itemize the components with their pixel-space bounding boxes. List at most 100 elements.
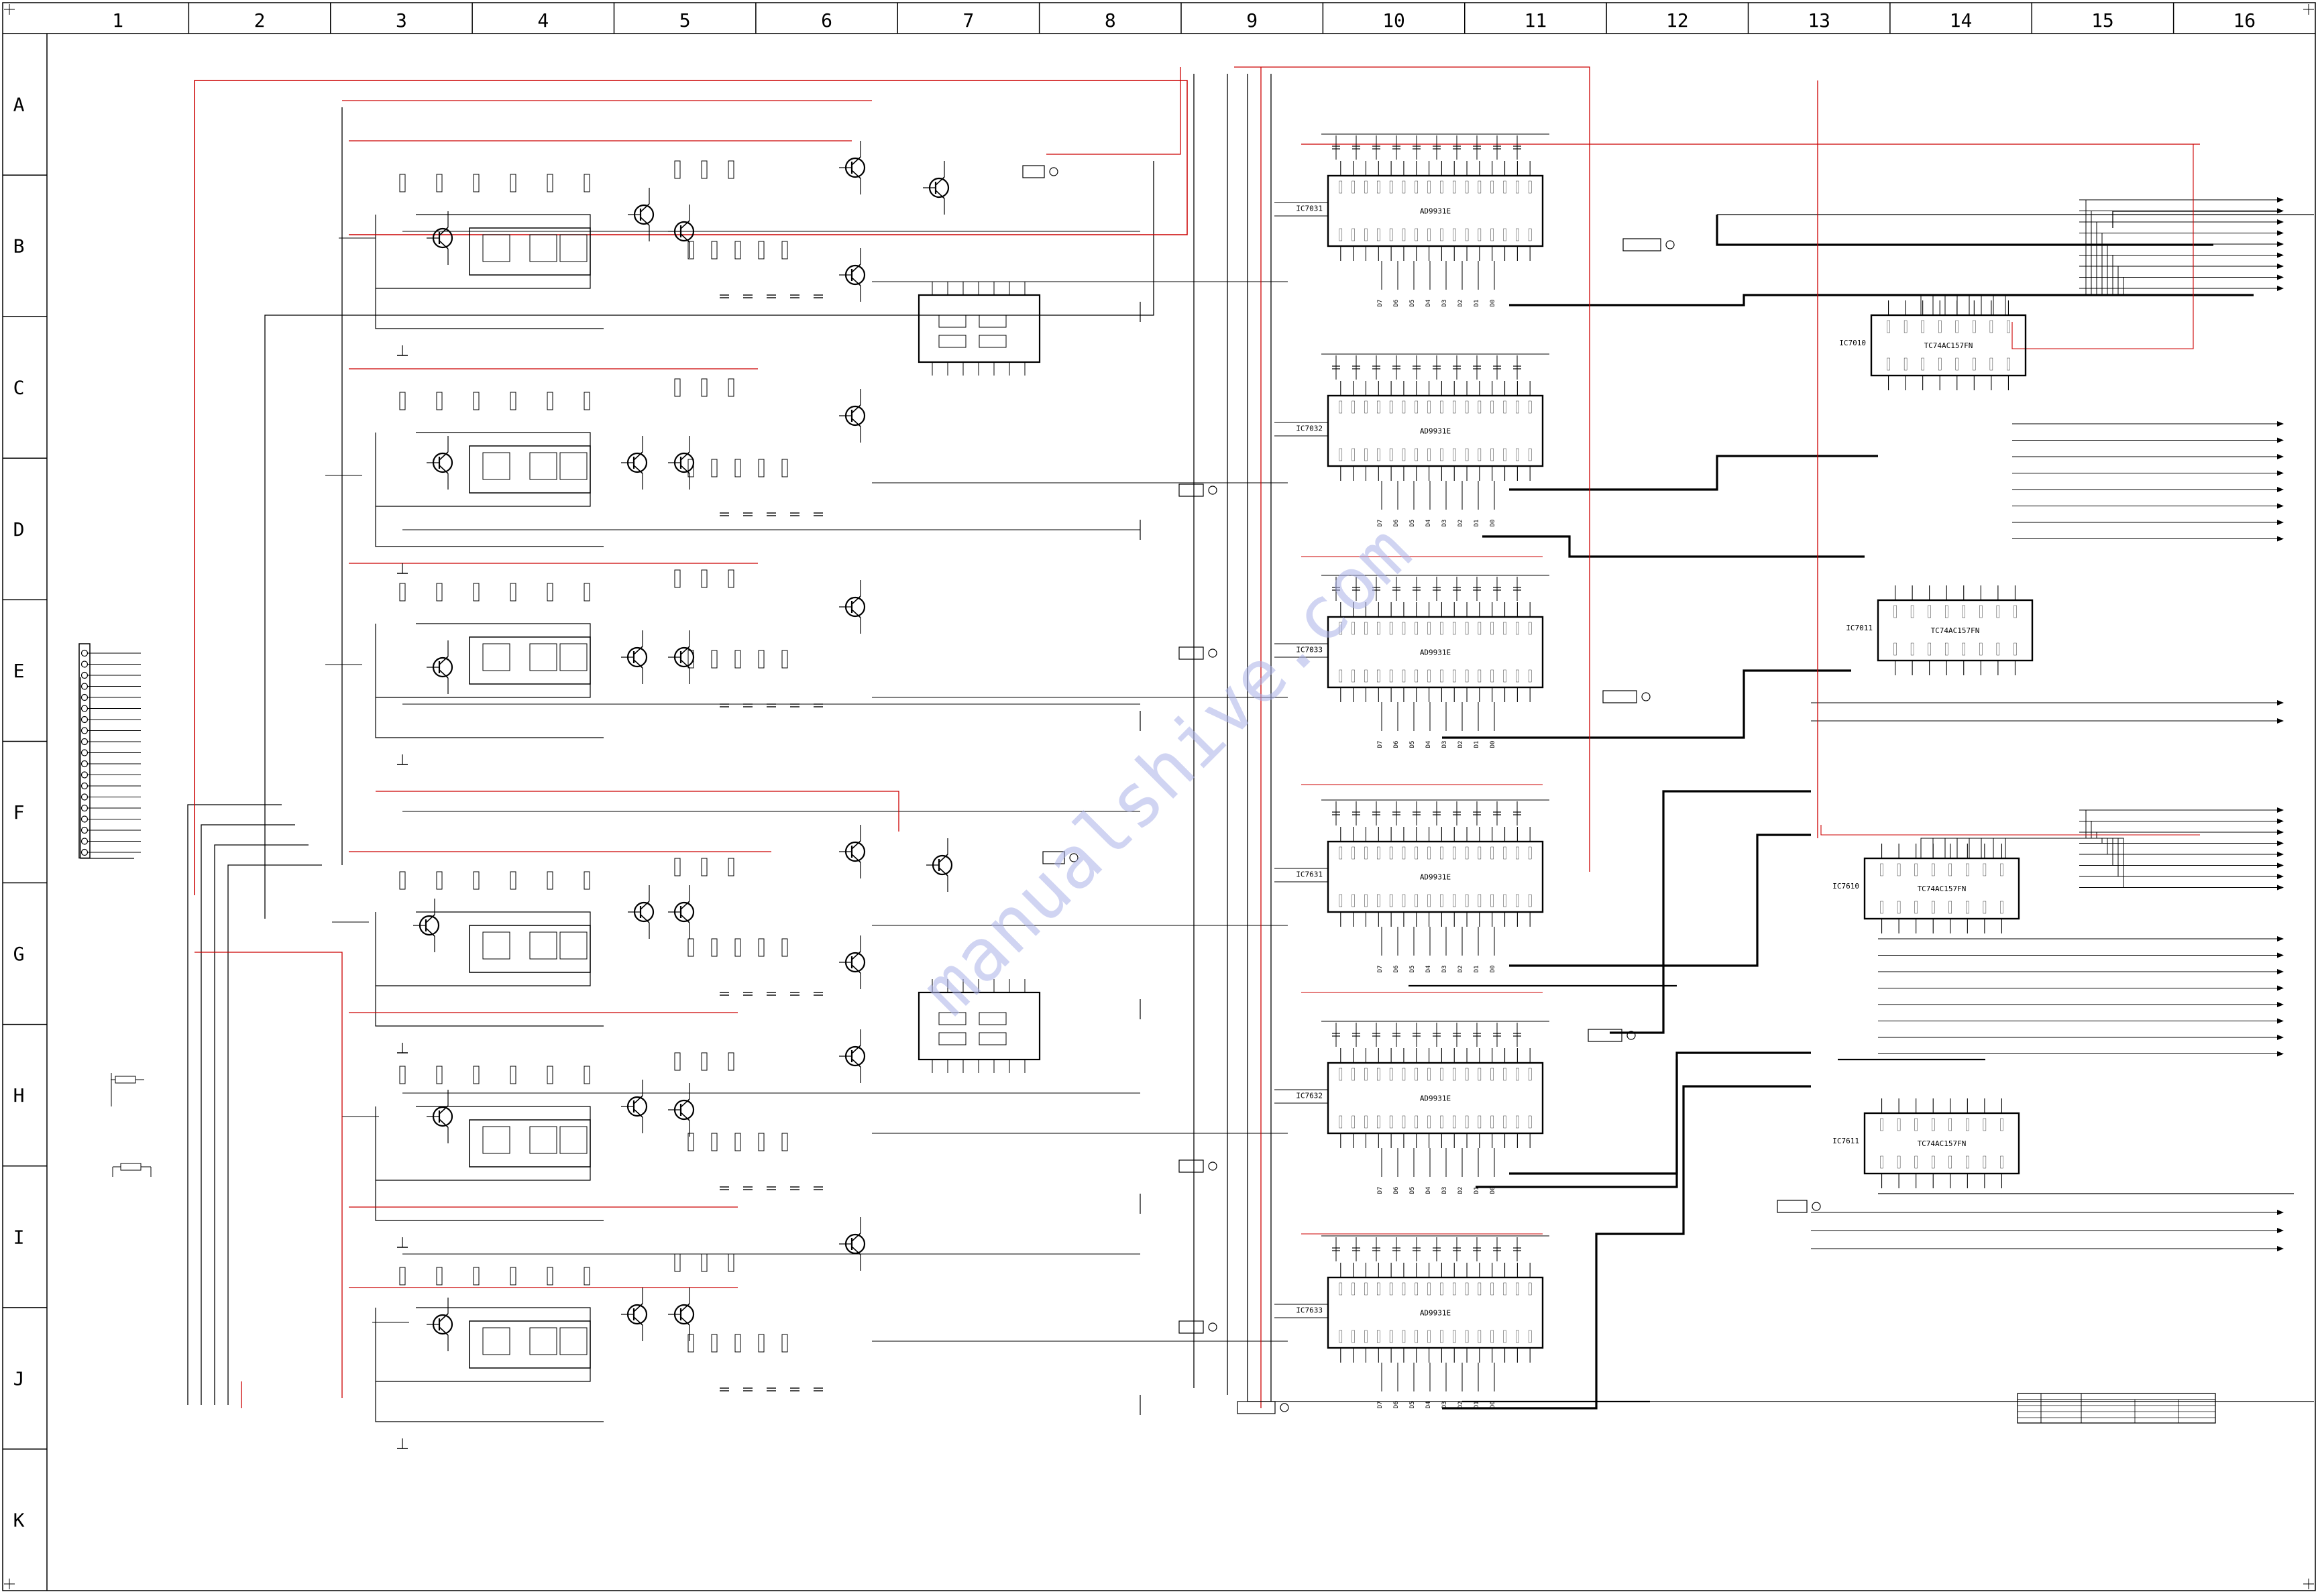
resistor <box>711 938 718 957</box>
column-number: 3 <box>396 9 407 32</box>
pin-tag <box>1389 846 1393 860</box>
pin-tag <box>1377 669 1380 683</box>
pin-tag <box>1973 357 1976 371</box>
pin-tag <box>1516 1330 1519 1343</box>
pin-tag <box>1938 357 1942 371</box>
resistor <box>473 392 480 410</box>
resistor <box>584 583 590 602</box>
pin-label: D2 <box>1457 1187 1464 1194</box>
pin-tag <box>1377 228 1380 241</box>
delay-cell <box>559 1327 588 1355</box>
wire <box>439 451 449 461</box>
resistor <box>734 241 741 260</box>
delay-cell <box>559 1126 588 1154</box>
pin-label: D1 <box>1474 966 1480 973</box>
pin-tag <box>1887 357 1890 371</box>
wire <box>425 927 435 937</box>
wire <box>851 609 861 618</box>
pin-tag <box>1478 228 1482 241</box>
test-point <box>1812 1202 1821 1211</box>
resistor <box>701 1253 708 1272</box>
ic-body <box>1863 857 2020 920</box>
pin-tag <box>1377 1115 1380 1129</box>
pin-label: D2 <box>1457 300 1464 307</box>
row-letter: H <box>13 1084 25 1106</box>
output-arrow <box>2277 421 2284 426</box>
pin-tag <box>1478 1068 1482 1081</box>
pin-tag <box>1910 605 1914 618</box>
pin-tag <box>1465 1330 1469 1343</box>
output-arrow <box>2277 286 2284 291</box>
pin-tag <box>1402 894 1406 907</box>
output-arrow <box>2277 252 2284 258</box>
pin-label: D1 <box>1474 741 1480 748</box>
pin-tag <box>1914 1118 1918 1131</box>
wire <box>1932 266 2119 315</box>
pin-tag <box>1453 669 1456 683</box>
switch-cell <box>938 315 967 328</box>
pin-tag <box>1490 622 1494 635</box>
pin-tag <box>1914 1155 1918 1169</box>
wire <box>851 1058 861 1068</box>
pin-tag <box>1465 1068 1469 1081</box>
pin-tag <box>1402 669 1406 683</box>
wire <box>851 277 861 286</box>
pin-tag <box>1440 180 1443 194</box>
pin-label: D6 <box>1393 741 1400 748</box>
pin-label: D3 <box>1441 966 1448 973</box>
pin-tag <box>1415 448 1418 461</box>
pin-tag <box>1528 1282 1532 1296</box>
transistor <box>413 899 440 952</box>
pin-label: D7 <box>1377 966 1384 973</box>
output-arrow <box>2277 487 2284 492</box>
pin-tag <box>1427 400 1431 414</box>
pin-tag <box>1339 846 1343 860</box>
pin-tag <box>1516 1115 1519 1129</box>
pin-tag <box>1966 863 1969 876</box>
resistor <box>758 241 765 260</box>
resistor <box>734 650 741 669</box>
output-arrow <box>2277 274 2284 280</box>
pin-label: D1 <box>1474 1187 1480 1194</box>
pin-tag <box>1453 1282 1456 1296</box>
transistor <box>839 389 866 443</box>
pin-tag <box>1389 180 1393 194</box>
delay-line <box>469 636 591 685</box>
ic-body <box>1327 1062 1544 1135</box>
pin-tag <box>1440 1115 1443 1129</box>
wire <box>640 217 650 226</box>
pin-tag <box>1932 1118 1935 1131</box>
pin-tag <box>1339 180 1343 194</box>
resistor <box>547 392 553 410</box>
column-number: 2 <box>254 9 266 32</box>
pin-tag <box>1453 622 1456 635</box>
output-arrow <box>2277 219 2284 225</box>
pin-tag <box>1948 901 1952 914</box>
wire <box>680 1316 690 1326</box>
connector-pin <box>80 782 89 790</box>
pin-tag <box>1453 228 1456 241</box>
switch-cell <box>938 1032 967 1045</box>
output-arrow <box>2277 818 2284 824</box>
output-arrow <box>2277 969 2284 974</box>
pin-tag <box>2013 605 2017 618</box>
test-point <box>1626 1031 1636 1040</box>
pin-label: D2 <box>1457 1402 1464 1409</box>
wire <box>680 1112 690 1121</box>
ic-part-label: AD9931E <box>1420 648 1451 657</box>
pin-label: D5 <box>1409 741 1416 748</box>
pin-tag <box>1415 1115 1418 1129</box>
pin-label: D2 <box>1457 966 1464 973</box>
resistor <box>687 459 694 477</box>
delay-cell <box>559 234 588 262</box>
wire <box>375 215 604 329</box>
output-arrow <box>2277 807 2284 813</box>
pin-tag <box>1503 448 1506 461</box>
pin-tag <box>1490 448 1494 461</box>
pin-tag <box>1921 357 1924 371</box>
row-letter: B <box>13 235 25 258</box>
pin-tag <box>1440 846 1443 860</box>
pin-tag <box>1478 669 1482 683</box>
connector-pin <box>80 760 89 768</box>
